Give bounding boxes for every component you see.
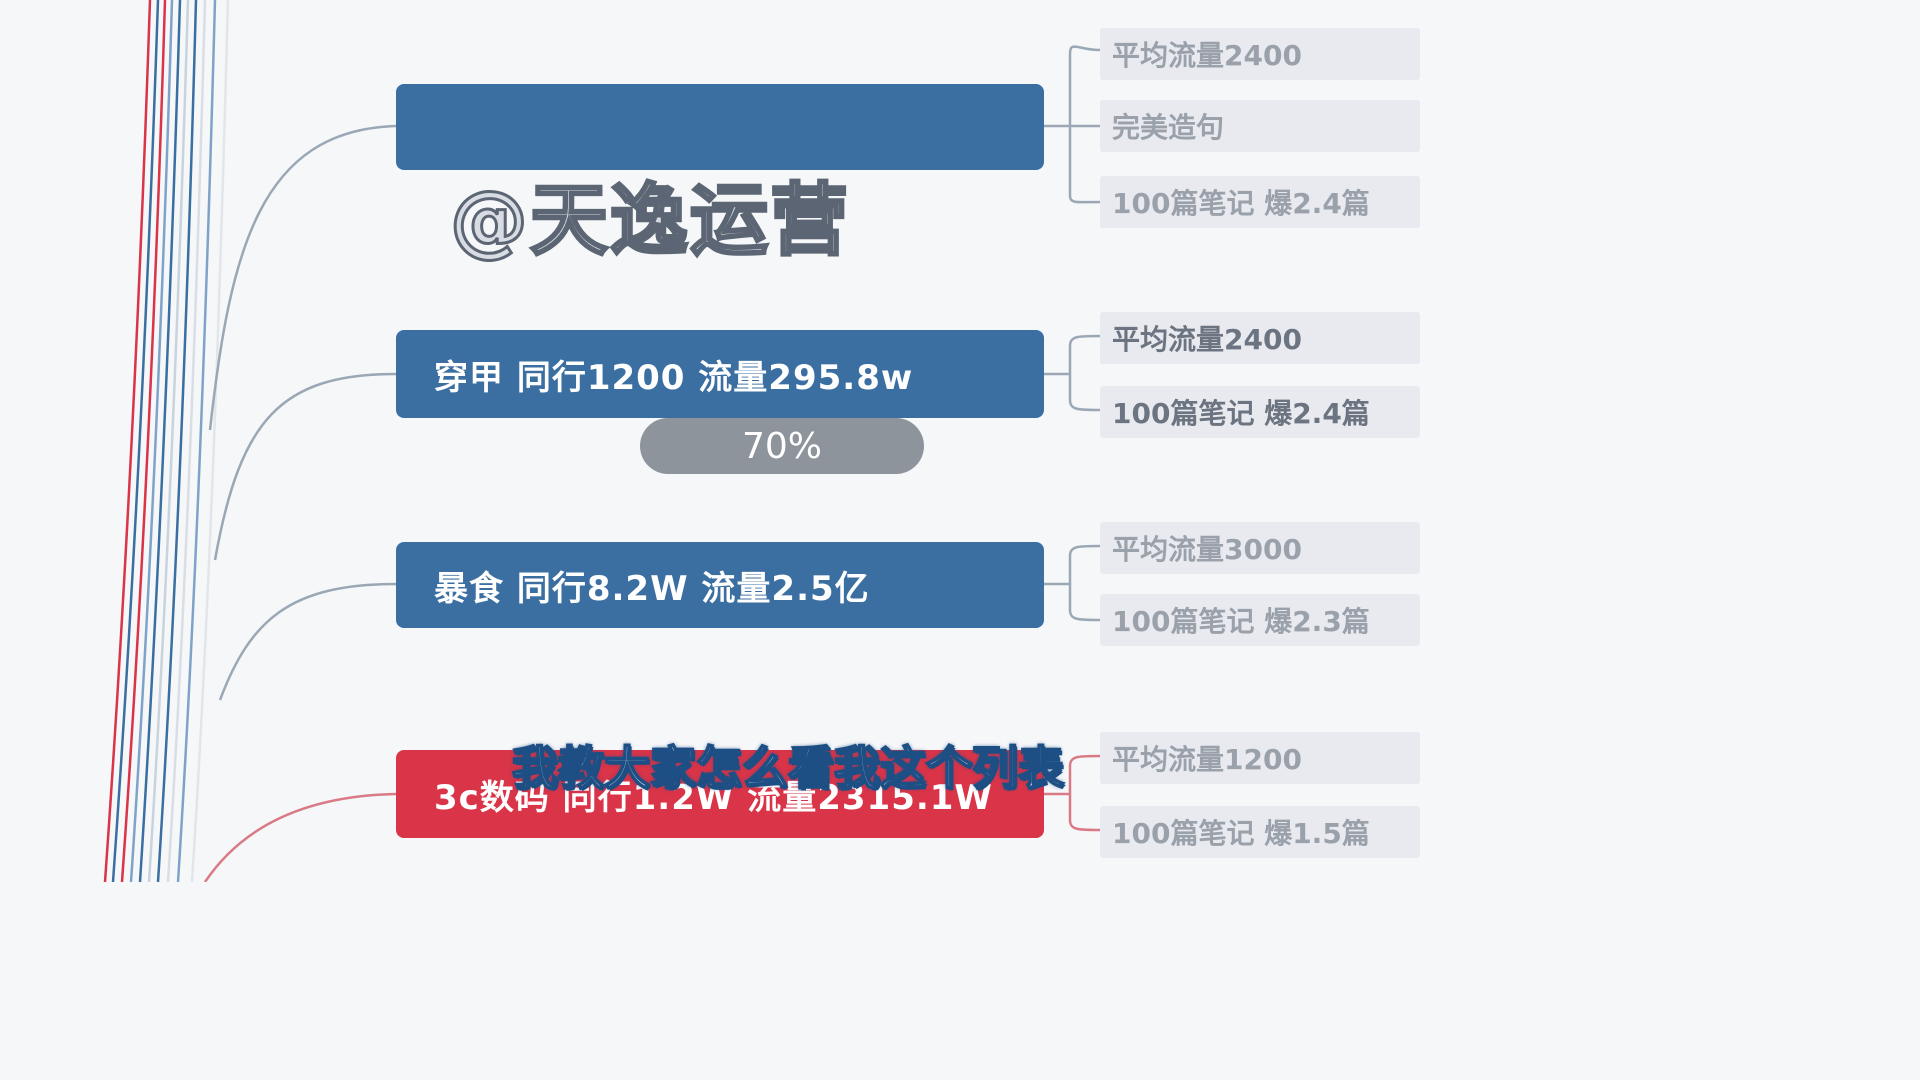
branch-node-4[interactable]: 3c数码 同行1.2W 流量2315.1W bbox=[396, 750, 1044, 838]
branch-4-leaf-1[interactable]: 平均流量1200 bbox=[1100, 732, 1420, 784]
branch-node-2[interactable]: 穿甲 同行1200 流量295.8w bbox=[396, 330, 1044, 418]
branch-node-3[interactable]: 暴食 同行8.2W 流量2.5亿 bbox=[396, 542, 1044, 628]
branch-1-leaf-3[interactable]: 100篇笔记 爆2.4篇 bbox=[1100, 176, 1420, 228]
percentage-badge: 70% bbox=[640, 418, 924, 474]
branch-node-1[interactable] bbox=[396, 84, 1044, 170]
branch-1-leaf-2[interactable]: 完美造句 bbox=[1100, 100, 1420, 152]
branch-3-leaf-2[interactable]: 100篇笔记 爆2.3篇 bbox=[1100, 594, 1420, 646]
watermark-text: @天逸运营 bbox=[448, 175, 851, 268]
branch-1-leaf-1[interactable]: 平均流量2400 bbox=[1100, 28, 1420, 80]
branch-3-leaf-1[interactable]: 平均流量3000 bbox=[1100, 522, 1420, 574]
video-subtitle: 我教大家怎么看我这个列表 bbox=[511, 740, 1065, 796]
branch-2-leaf-2[interactable]: 100篇笔记 爆2.4篇 bbox=[1100, 386, 1420, 438]
connector-lines bbox=[103, 0, 1101, 882]
branch-2-leaf-1[interactable]: 平均流量2400 bbox=[1100, 312, 1420, 364]
branch-4-leaf-2[interactable]: 100篇笔记 爆1.5篇 bbox=[1100, 806, 1420, 858]
